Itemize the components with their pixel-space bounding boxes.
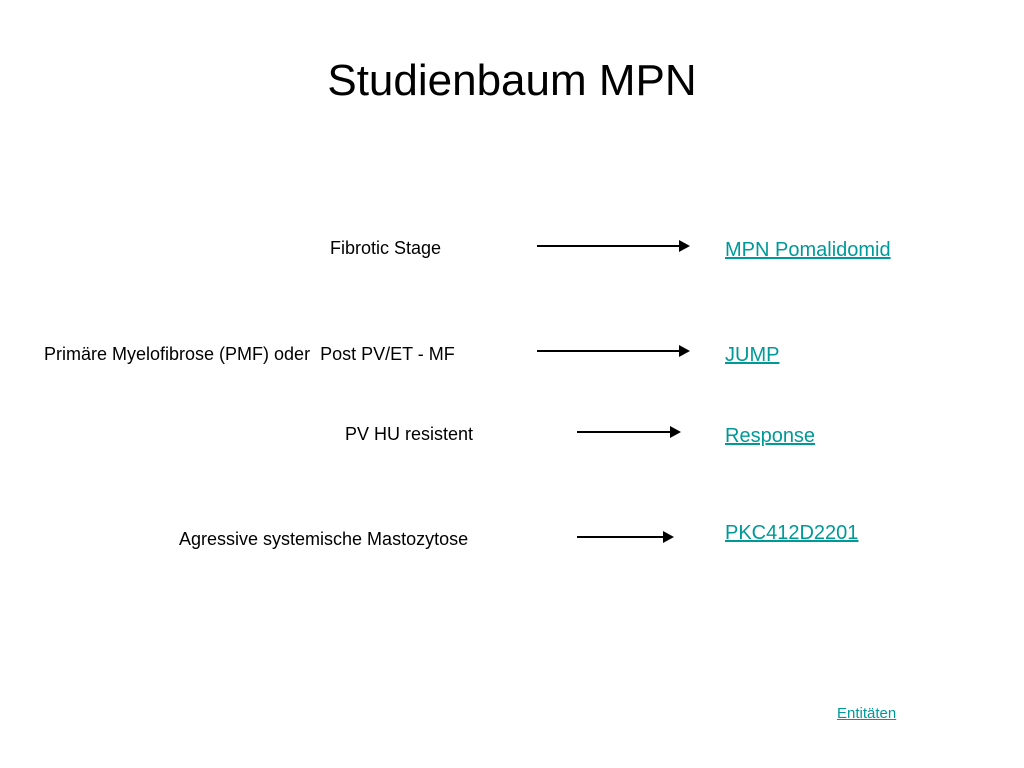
row-label-fibrotic-stage: Fibrotic Stage — [330, 238, 442, 258]
slide-title: Studienbaum MPN — [327, 56, 697, 105]
right-arrow-icon — [537, 240, 690, 252]
link-entitaeten[interactable]: Entitäten — [837, 705, 897, 722]
right-arrow-icon — [577, 531, 674, 543]
link-pkc412d2201[interactable]: PKC412D2201 — [725, 522, 859, 544]
row-label-pv-hu-resistent: PV HU resistent — [345, 424, 474, 444]
right-arrow-icon — [537, 345, 690, 357]
link-mpn-pomalidomid[interactable]: MPN Pomalidomid — [725, 239, 891, 261]
row-label-pmf: Primäre Myelofibrose (PMF) oder Post PV/… — [44, 344, 455, 364]
right-arrow-icon — [577, 426, 681, 438]
link-jump[interactable]: JUMP — [725, 344, 780, 366]
link-response[interactable]: Response — [725, 425, 816, 447]
row-label-mastozytose: Agressive systemische Mastozytose — [179, 529, 469, 549]
